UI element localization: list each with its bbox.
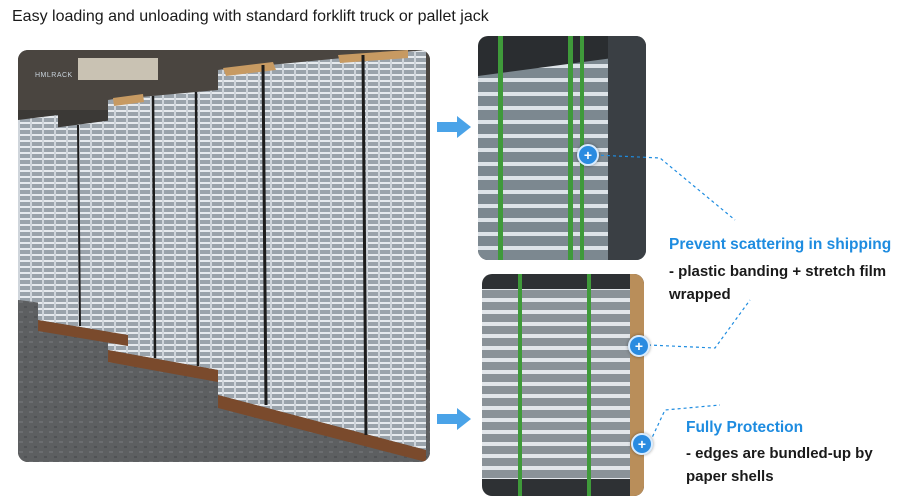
arrow-right-icon	[437, 116, 471, 138]
callout-body-scattering: - plastic banding + stretch film wrapped	[669, 260, 886, 306]
plus-icon[interactable]: +	[577, 144, 599, 166]
callout-body-protection: - edges are bundled-up by paper shells	[686, 442, 873, 488]
plus-icon[interactable]: +	[628, 335, 650, 357]
callout-body-line: paper shells	[686, 468, 774, 485]
banding-detail-image	[478, 36, 646, 260]
callout-heading-protection: Fully Protection	[686, 419, 804, 436]
main-photo	[18, 50, 430, 462]
plus-icon[interactable]: +	[631, 433, 653, 455]
arrow-right-icon	[437, 408, 471, 430]
callout-heading-scattering: Prevent scattering in shipping	[669, 236, 892, 253]
stacked-wire-decking-image	[18, 50, 430, 462]
callout-body-line: - plastic banding + stretch film	[669, 263, 887, 280]
callout-body-line: - edges are bundled-up by	[686, 445, 873, 462]
callout-body-line: wrapped	[669, 286, 731, 303]
edge-protection-image	[482, 274, 644, 496]
page-title: Easy loading and unloading with standard…	[12, 8, 489, 25]
watermark: HMLRACK	[35, 72, 73, 79]
banding-detail-photo	[478, 36, 646, 260]
edge-protection-photo	[482, 274, 644, 496]
